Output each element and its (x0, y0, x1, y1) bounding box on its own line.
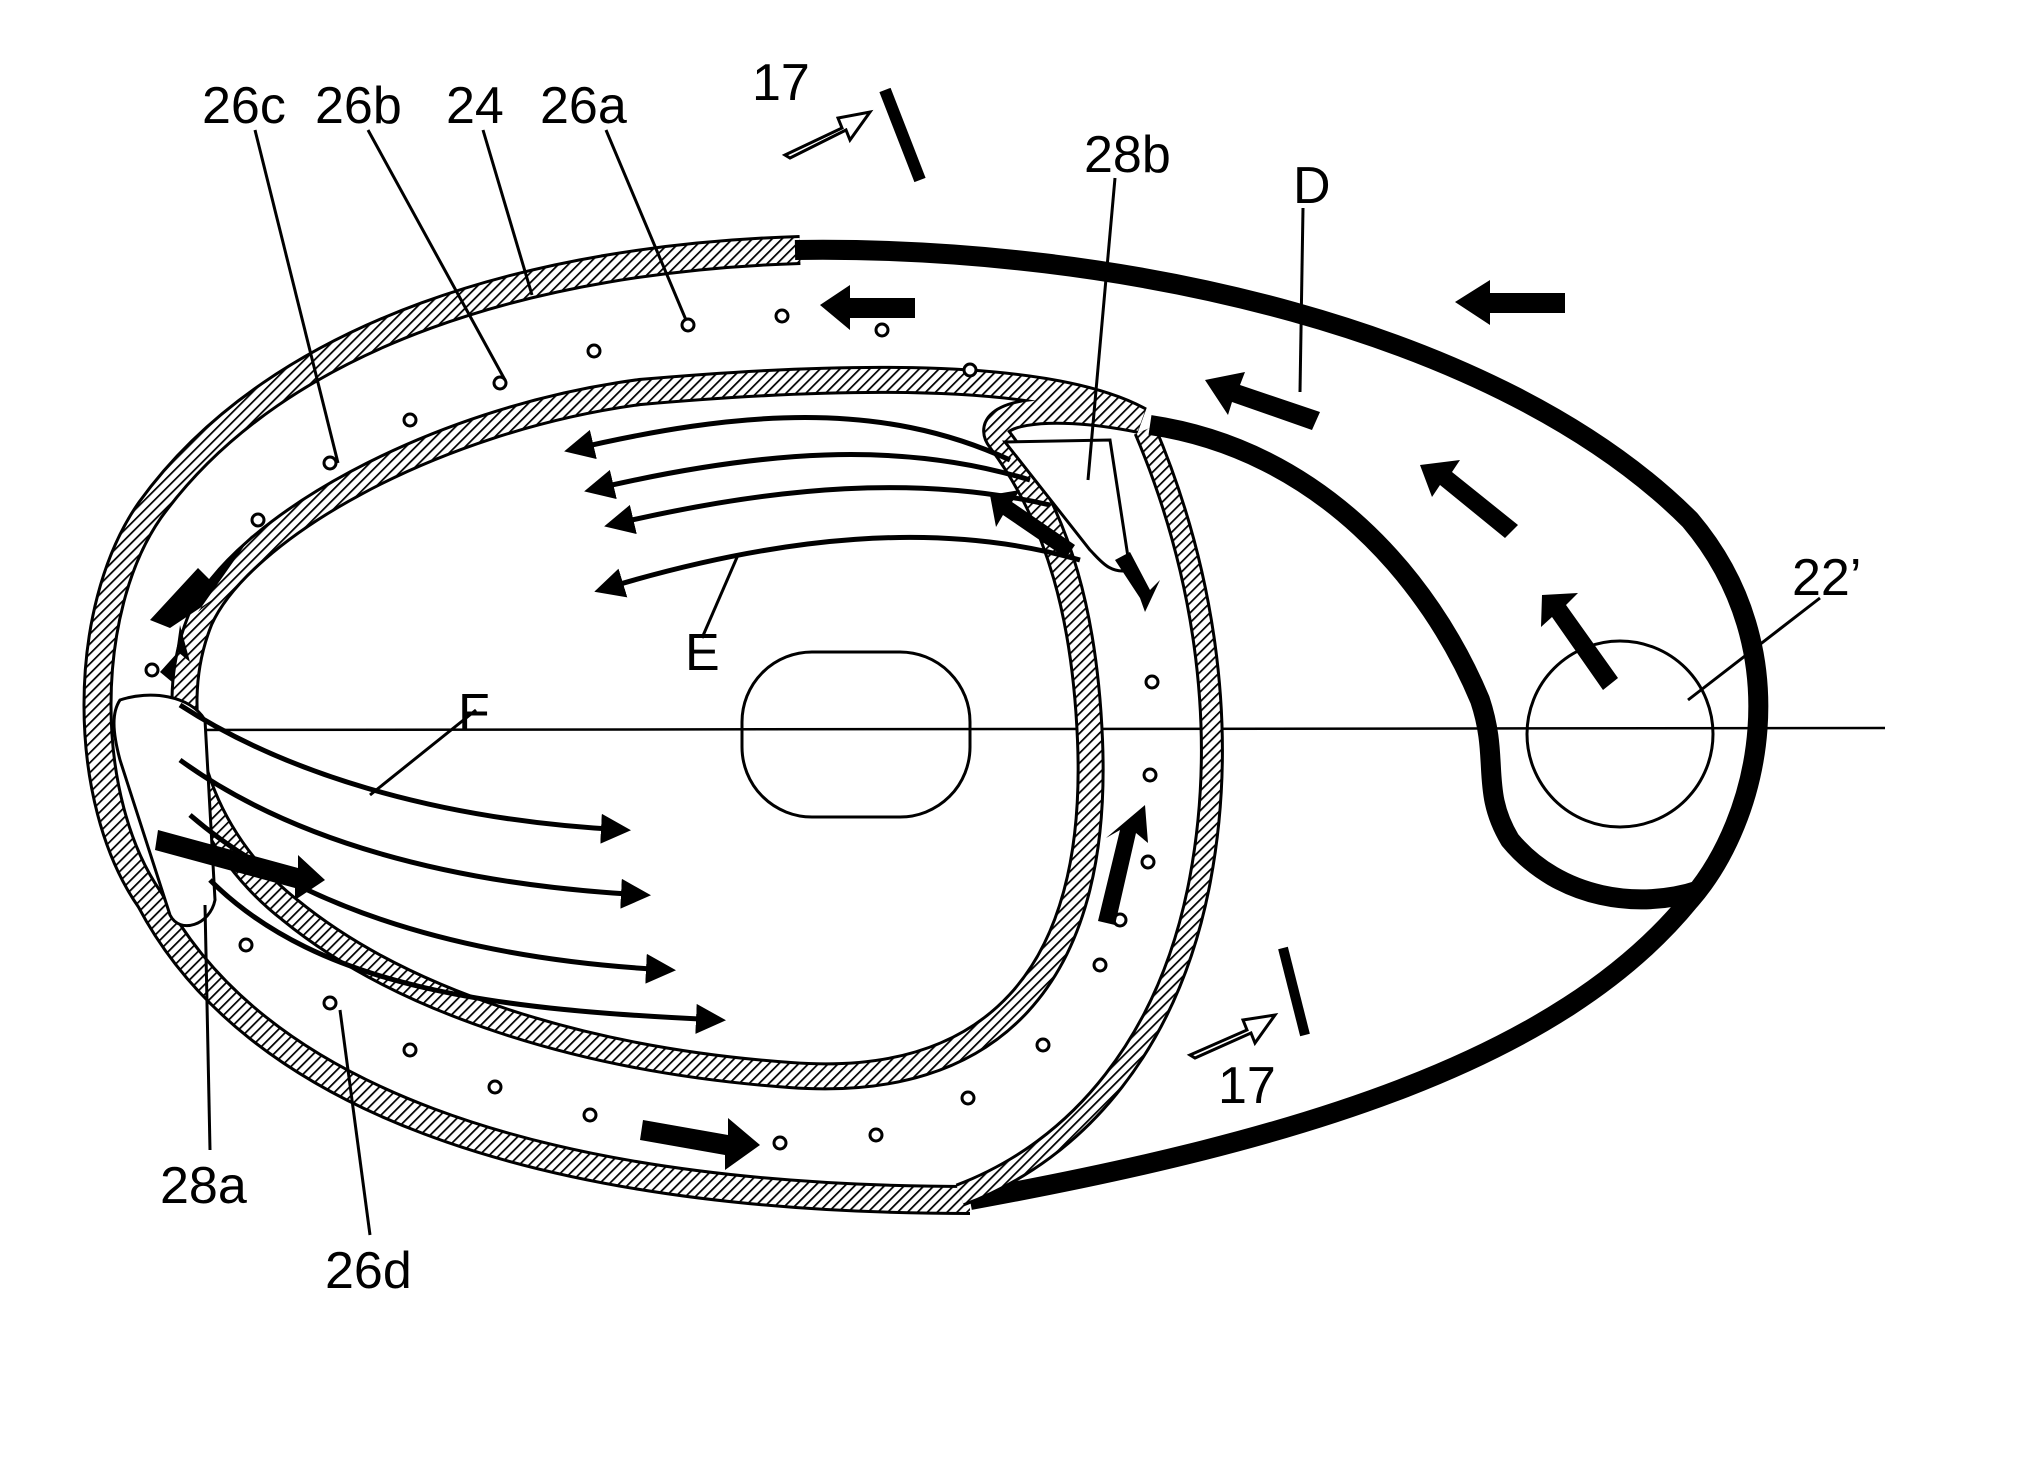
vent-hole (1146, 676, 1158, 688)
block-arrows (150, 280, 1618, 1170)
vent-hole (324, 457, 336, 469)
vent-hole (870, 1129, 882, 1141)
vent-hole (324, 997, 336, 1009)
label-26c: 26c (202, 77, 286, 135)
vent-hole (1037, 1039, 1049, 1051)
vent-hole (1094, 959, 1106, 971)
vent-hole (776, 310, 788, 322)
vent-hole (404, 1044, 416, 1056)
label-22: 22’ (1792, 549, 1861, 607)
label-24: 24 (446, 77, 504, 135)
vent-hole (588, 345, 600, 357)
flow-arrow-e (590, 455, 1030, 490)
label-28a: 28a (160, 1157, 247, 1215)
vent-hole (964, 364, 976, 376)
vent-hole (1144, 769, 1156, 781)
vent-hole (404, 414, 416, 426)
label-17-top: 17 (752, 54, 810, 112)
block-arrow (1115, 552, 1162, 612)
block-arrow (640, 1118, 760, 1170)
label-f: F (458, 684, 490, 742)
flow-arrow-e (600, 537, 1080, 590)
label-26b: 26b (315, 77, 402, 135)
vent-hole (489, 1081, 501, 1093)
label-17-bottom: 17 (1218, 1057, 1276, 1115)
flow-arrow-e (570, 418, 1010, 461)
block-arrow (1455, 280, 1565, 325)
vent-hole (876, 324, 888, 336)
block-arrow (1205, 372, 1320, 430)
label-e: E (685, 624, 720, 682)
label-d: D (1293, 157, 1331, 215)
block-arrow (820, 285, 915, 330)
label-26a: 26a (540, 77, 627, 135)
vent-hole (240, 939, 252, 951)
vent-hole (962, 1092, 974, 1104)
vent-hole (682, 319, 694, 331)
central-opening (742, 652, 970, 817)
vent-hole (774, 1137, 786, 1149)
center-axis (170, 728, 1885, 730)
block-arrow (1098, 805, 1148, 925)
block-arrow (1420, 460, 1518, 538)
section-arrow-bottom (1190, 948, 1305, 1058)
label-28b: 28b (1084, 126, 1171, 184)
label-26d: 26d (325, 1242, 412, 1300)
vent-hole (1142, 856, 1154, 868)
vent-hole (146, 664, 158, 676)
vent-hole (252, 514, 264, 526)
fan-22-circle (1527, 641, 1713, 827)
vent-hole (584, 1109, 596, 1121)
flow-arrow-e (610, 488, 1050, 525)
